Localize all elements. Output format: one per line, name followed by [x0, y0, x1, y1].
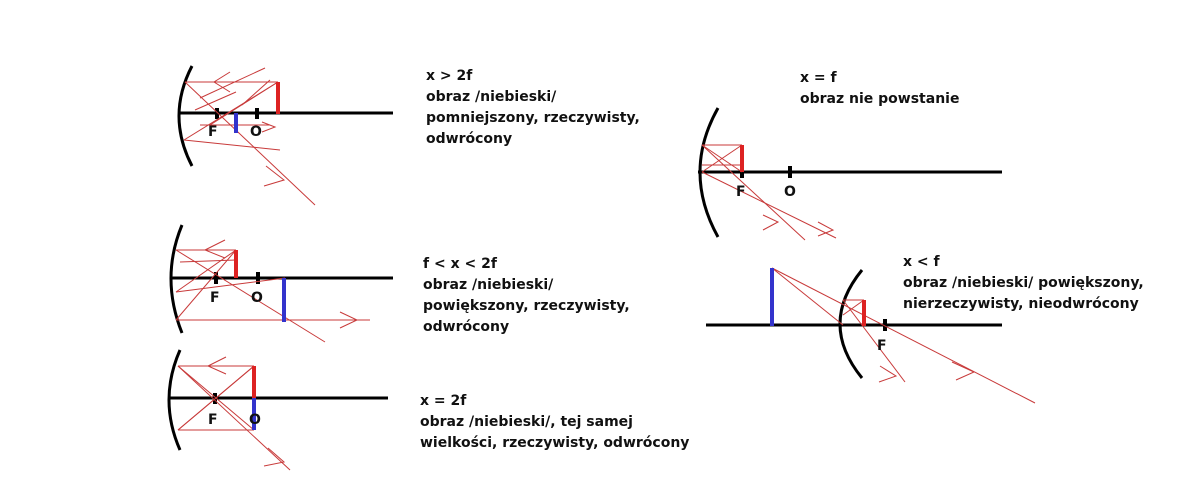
case-line: obraz /niebieski/ [426, 89, 557, 105]
case-title: x < f [903, 254, 941, 270]
case-line: powiększony, rzeczywisty, [423, 298, 630, 314]
case-title: x > 2f [426, 68, 473, 84]
case-title: x = f [800, 70, 838, 86]
description-x-eq-2f: x = 2f obraz /niebieski/, tej samej wiel… [420, 393, 689, 451]
case-line: obraz /niebieski/ powiększony, [903, 275, 1144, 291]
description-x-eq-f: x = f obraz nie powstanie [800, 70, 959, 107]
description-f-lt-x-lt-2f: f < x < 2f obraz /niebieski/ powiększony… [423, 256, 630, 335]
mirror [177, 65, 194, 167]
mirror [169, 224, 184, 334]
rays [177, 356, 291, 471]
center-label: O [250, 124, 262, 140]
case-line: pomniejszony, rzeczywisty, [426, 110, 640, 126]
case-line: odwrócony [423, 319, 509, 335]
diagram-x-lt-f: F [706, 267, 1036, 404]
mirror [167, 349, 182, 451]
case-line: odwrócony [426, 131, 512, 147]
case-line: nierzeczywisty, nieodwrócony [903, 296, 1139, 312]
description-x-gt-2f: x > 2f obraz /niebieski/ pomniejszony, r… [426, 68, 640, 147]
focus-label: F [208, 412, 218, 428]
focus-label: F [736, 184, 746, 200]
case-title: x = 2f [420, 393, 467, 409]
rays [701, 144, 837, 241]
diagram-x-gt-2f: F O [177, 65, 393, 206]
diagram-x-eq-2f: F O [167, 349, 388, 471]
case-line: obraz nie powstanie [800, 91, 959, 107]
center-label: O [251, 290, 263, 306]
focus-label: F [208, 124, 218, 140]
diagram-x-eq-f: F O [698, 107, 1002, 241]
diagram-f-lt-x-lt-2f: F O [169, 224, 393, 343]
description-x-lt-f: x < f obraz /niebieski/ powiększony, nie… [903, 254, 1144, 312]
center-label: O [784, 184, 796, 200]
rays [183, 67, 316, 206]
focus-label: F [210, 290, 220, 306]
case-line: obraz /niebieski/, tej samej [420, 414, 633, 430]
case-line: obraz /niebieski/ [423, 277, 554, 293]
case-line: wielkości, rzeczywisty, odwrócony [420, 435, 689, 451]
focus-label: F [877, 338, 887, 354]
center-label: O [249, 412, 261, 428]
rays [771, 267, 1036, 404]
rays [175, 239, 370, 343]
case-title: f < x < 2f [423, 256, 498, 272]
